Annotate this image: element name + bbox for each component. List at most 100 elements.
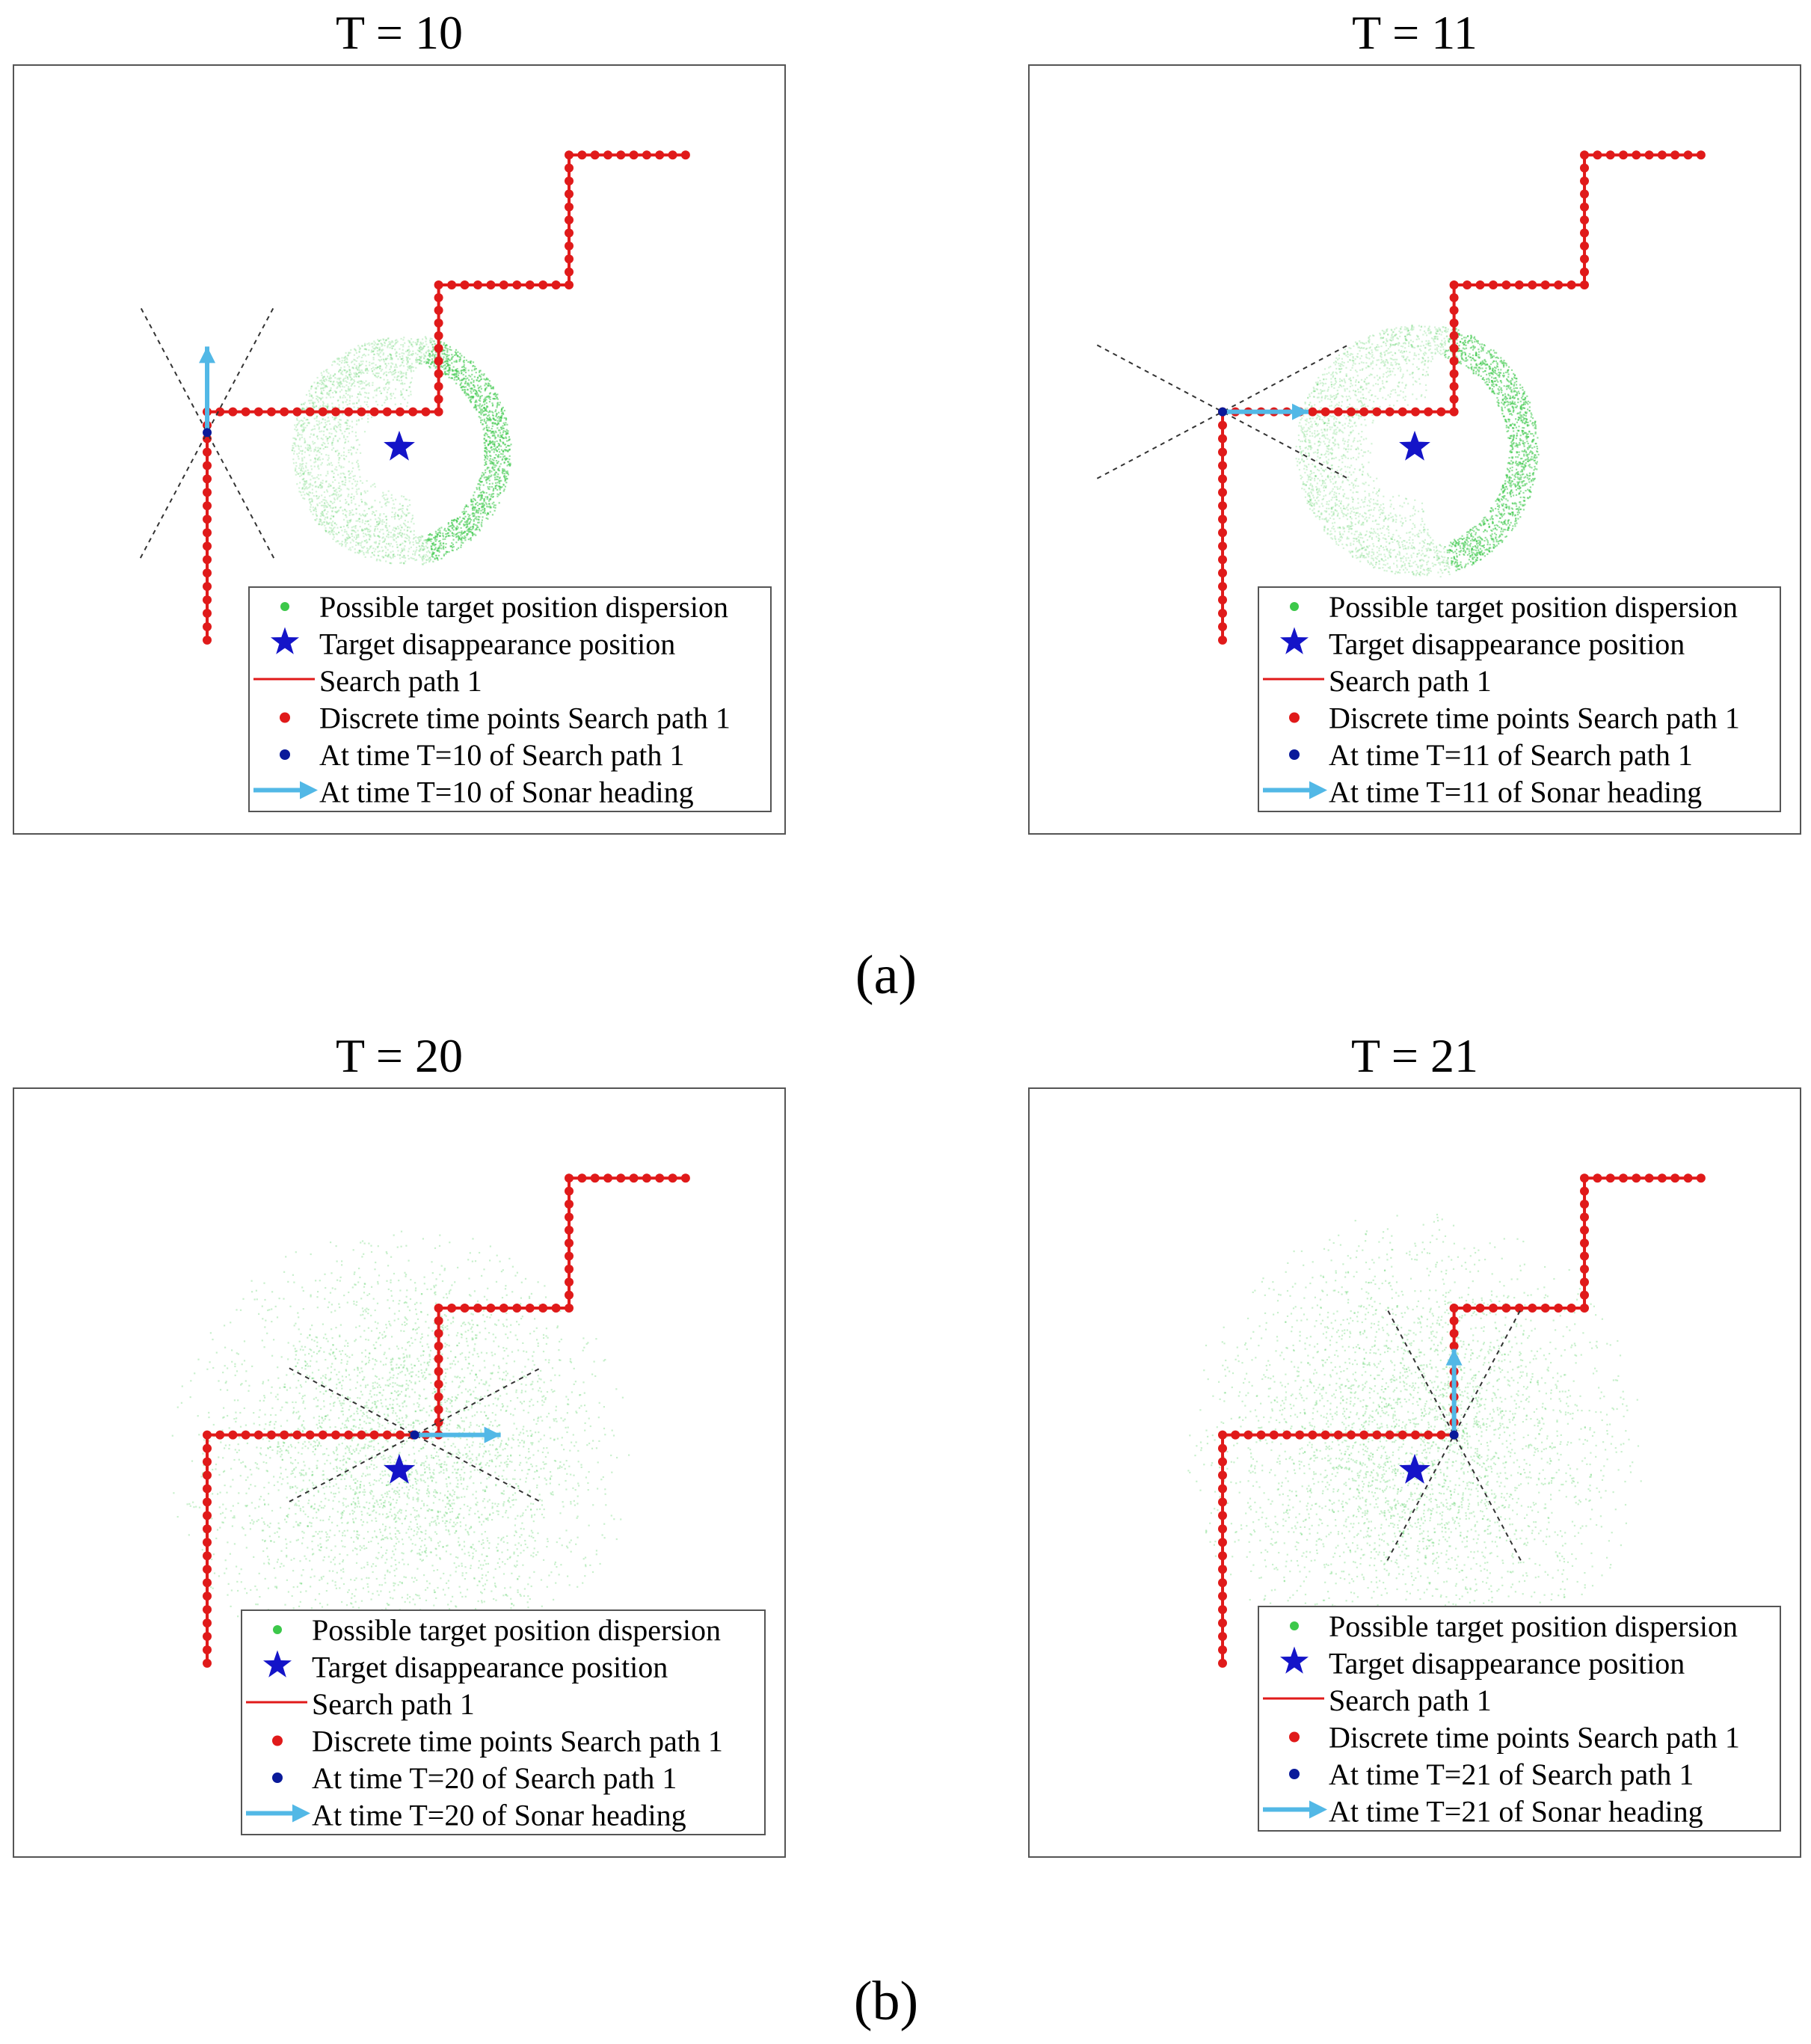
- discrete-point: [447, 280, 457, 289]
- panel-title: T = 21: [1351, 1029, 1478, 1082]
- legend-entry: At time T=10 of Search path 1: [319, 738, 684, 772]
- legend-entry: Discrete time points Search path 1: [319, 702, 731, 735]
- target-star: [384, 430, 415, 461]
- discrete-point: [1580, 1290, 1589, 1300]
- discrete-point: [565, 254, 574, 264]
- discrete-point: [1501, 280, 1511, 289]
- discrete-point: [590, 1173, 600, 1183]
- discrete-point: [203, 582, 212, 592]
- discrete-point: [1218, 1551, 1227, 1561]
- discrete-point: [253, 407, 263, 417]
- discrete-point: [203, 541, 212, 551]
- discrete-point: [565, 1225, 574, 1235]
- discrete-point: [1449, 293, 1459, 302]
- legend-arrow-head: [292, 1804, 310, 1823]
- discrete-point: [1347, 407, 1356, 417]
- discrete-point: [565, 228, 574, 238]
- discrete-point: [473, 280, 482, 289]
- legend-entry: Possible target position dispersion: [312, 1613, 721, 1647]
- legend-entry: Discrete time points Search path 1: [312, 1725, 723, 1758]
- discrete-point: [396, 1430, 405, 1440]
- discrete-point: [565, 1251, 574, 1261]
- legend-entry: At time T=11 of Sonar heading: [1329, 776, 1702, 809]
- discrete-point: [1619, 1173, 1628, 1183]
- discrete-point: [344, 407, 354, 417]
- discrete-points: [203, 1173, 690, 1668]
- discrete-point: [203, 1618, 212, 1628]
- discrete-point: [1514, 280, 1524, 289]
- discrete-point: [1580, 202, 1589, 212]
- discrete-point: [305, 407, 315, 417]
- discrete-point: [1385, 407, 1395, 417]
- discrete-point: [203, 1565, 212, 1574]
- discrete-point: [1218, 595, 1227, 605]
- discrete-point: [434, 318, 443, 328]
- discrete-point: [434, 1405, 443, 1414]
- discrete-point: [1632, 150, 1641, 160]
- discrete-point: [565, 241, 574, 251]
- discrete-point: [203, 1538, 212, 1547]
- discrete-point: [1593, 150, 1602, 160]
- discrete-point: [1475, 1304, 1485, 1313]
- discrete-point: [551, 280, 561, 289]
- current-position-point: [203, 428, 212, 438]
- legend-entry: Target disappearance position: [1329, 1647, 1685, 1681]
- discrete-point: [434, 1341, 443, 1351]
- discrete-point: [357, 1430, 366, 1440]
- discrete-point: [1218, 447, 1227, 457]
- discrete-point: [680, 1173, 690, 1183]
- legend-entry: Possible target position dispersion: [319, 590, 728, 624]
- discrete-point: [1449, 280, 1459, 289]
- discrete-point: [565, 1186, 574, 1196]
- discrete-point: [434, 1328, 443, 1338]
- discrete-point: [1282, 1430, 1291, 1440]
- discrete-point: [1320, 407, 1330, 417]
- legend-entry: Possible target position dispersion: [1329, 590, 1738, 624]
- discrete-point: [525, 1304, 535, 1313]
- discrete-point: [203, 1658, 212, 1668]
- discrete-point: [1580, 1239, 1589, 1248]
- discrete-point: [434, 1379, 443, 1389]
- discrete-point: [305, 1430, 315, 1440]
- legend-entry: At time T=20 of Search path 1: [312, 1761, 677, 1795]
- legend-entry: At time T=21 of Sonar heading: [1329, 1795, 1703, 1829]
- discrete-point: [1449, 1328, 1459, 1338]
- discrete-point: [1554, 280, 1564, 289]
- discrete-point: [1463, 1304, 1472, 1313]
- discrete-point: [203, 1551, 212, 1561]
- discrete-point: [434, 1392, 443, 1402]
- legend-star-marker: [1280, 627, 1309, 654]
- discrete-point: [203, 1605, 212, 1615]
- dispersion-cloud: [1295, 324, 1540, 578]
- discrete-point: [434, 356, 443, 366]
- discrete-point: [1424, 407, 1433, 417]
- discrete-point: [1644, 150, 1654, 160]
- discrete-point: [1449, 369, 1459, 378]
- legend-dispersion-marker: [1290, 602, 1299, 611]
- discrete-point: [1449, 356, 1459, 366]
- discrete-point: [1218, 1457, 1227, 1467]
- discrete-point: [1218, 488, 1227, 497]
- discrete-point: [280, 1430, 289, 1440]
- discrete-point: [565, 1173, 574, 1183]
- discrete-point: [280, 407, 289, 417]
- discrete-point: [382, 1430, 392, 1440]
- discrete-point: [565, 1239, 574, 1248]
- discrete-point: [1333, 407, 1343, 417]
- discrete-point: [1449, 331, 1459, 340]
- discrete-point: [318, 407, 328, 417]
- discrete-point: [1424, 1430, 1433, 1440]
- discrete-point: [434, 331, 443, 340]
- discrete-point: [203, 501, 212, 511]
- discrete-point: [473, 1304, 482, 1313]
- discrete-point: [655, 150, 665, 160]
- discrete-point: [434, 293, 443, 302]
- legend-arrow-head: [1309, 781, 1327, 800]
- discrete-point: [1580, 228, 1589, 238]
- discrete-point: [1411, 1430, 1420, 1440]
- discrete-point: [331, 1430, 340, 1440]
- legend-arrow-head: [1309, 1800, 1327, 1819]
